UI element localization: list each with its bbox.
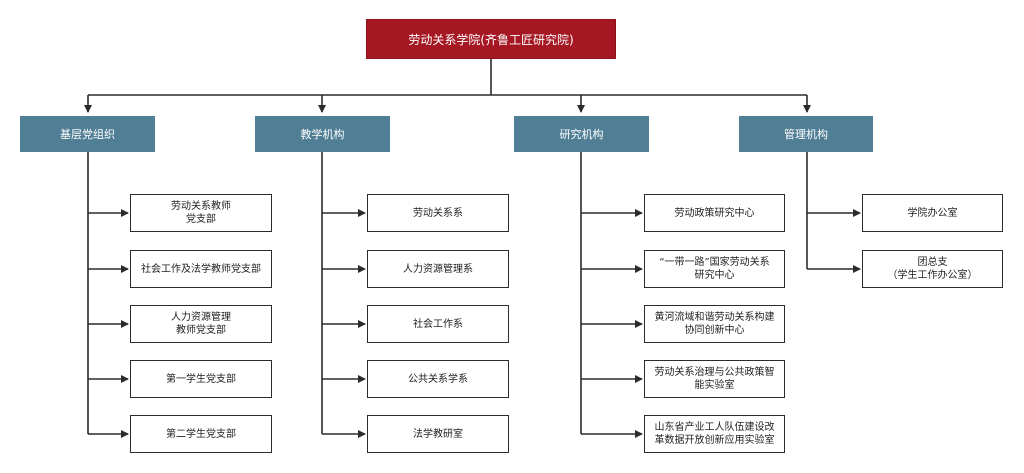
category-research-institutions: 研究机构: [514, 116, 649, 152]
teaching-unit-node: 法学教研室: [367, 415, 509, 453]
party-branch-node: 劳动关系教师 党支部: [130, 194, 272, 232]
research-center-node: 劳动关系治理与公共政策智 能实验室: [644, 360, 785, 398]
management-office-node: 学院办公室: [862, 194, 1003, 232]
party-branch-node: 人力资源管理 教师党支部: [130, 305, 272, 343]
root-node: 劳动关系学院(齐鲁工匠研究院): [366, 19, 616, 59]
research-center-node: 劳动政策研究中心: [644, 194, 785, 232]
teaching-unit-node: 人力资源管理系: [367, 250, 509, 288]
party-branch-node: 社会工作及法学教师党支部: [130, 250, 272, 288]
category-management-institutions: 管理机构: [739, 116, 873, 152]
management-office-node: 团总支 （学生工作办公室）: [862, 250, 1003, 288]
category-party-organization: 基层党组织: [20, 116, 155, 152]
teaching-unit-node: 社会工作系: [367, 305, 509, 343]
research-center-node: 山东省产业工人队伍建设改 革数据开放创新应用实验室: [644, 415, 785, 453]
teaching-unit-node: 公共关系学系: [367, 360, 509, 398]
category-teaching-institutions: 教学机构: [255, 116, 390, 152]
research-center-node: 黄河流域和谐劳动关系构建 协同创新中心: [644, 305, 785, 343]
party-branch-node: 第二学生党支部: [130, 415, 272, 453]
research-center-node: “一带一路”国家劳动关系 研究中心: [644, 250, 785, 288]
party-branch-node: 第一学生党支部: [130, 360, 272, 398]
teaching-unit-node: 劳动关系系: [367, 194, 509, 232]
